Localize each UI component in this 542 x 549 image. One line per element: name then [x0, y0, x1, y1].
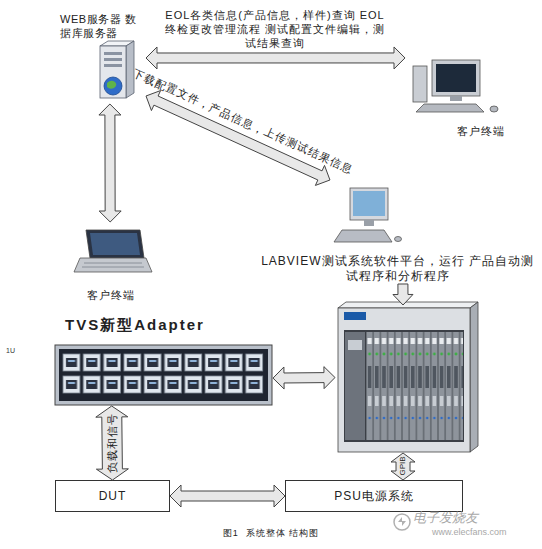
- adapter-title: TVS新型Adapter: [65, 316, 205, 334]
- drive-slot: [104, 64, 122, 67]
- monitor: [350, 188, 388, 220]
- box-label: PSU电源系统: [334, 489, 414, 504]
- chassis-logo: [344, 312, 366, 320]
- rack-unit-label: 1U: [6, 347, 15, 354]
- emblem-bolt: [398, 517, 406, 526]
- block-arrow: [393, 284, 413, 305]
- adapter-frame: [55, 345, 272, 405]
- drive-slot: [104, 58, 122, 61]
- monitor-screen: [436, 64, 476, 92]
- block-arrow: [146, 91, 330, 186]
- process-box: PSU电源系统: [285, 480, 463, 512]
- watermark-emblem: [394, 514, 410, 530]
- laptop-display: [90, 233, 140, 255]
- monitor-stand: [450, 96, 462, 101]
- desktop-icon: [413, 60, 498, 112]
- connector-label: GPIB: [398, 451, 408, 481]
- test-workstation: LABVIEW测试系统软件平台，运行 产品自动测试程序和分析程序: [255, 180, 540, 284]
- block-arrow: [170, 485, 285, 507]
- module-bay: [344, 330, 464, 442]
- adapter-icon: [55, 345, 272, 405]
- key-row: [84, 263, 142, 264]
- box-label: DUT: [99, 489, 127, 504]
- block-arrow: [273, 367, 335, 389]
- server-side: [126, 41, 134, 98]
- block-arrow: [99, 104, 121, 222]
- key-row: [82, 267, 144, 268]
- workstation-icon: [334, 188, 402, 242]
- pxi-chassis: [335, 305, 473, 453]
- workstation-label: LABVIEW测试系统软件平台，运行 产品自动测试程序和分析程序: [255, 254, 540, 284]
- chassis-top: [338, 302, 478, 308]
- laptop-base: [74, 258, 152, 272]
- globe-land: [107, 81, 116, 89]
- mouse: [490, 106, 498, 112]
- connector-label: 负载和信号: [105, 408, 119, 478]
- terminal-label: 客户终端: [87, 288, 135, 302]
- mouse: [395, 237, 402, 242]
- process-box: DUT: [55, 480, 170, 512]
- chassis-body: [338, 308, 470, 452]
- adapter-node: TVS新型Adapter: [55, 316, 273, 406]
- client-terminal: 客户终端: [70, 222, 152, 302]
- laptop-icon: [74, 230, 152, 272]
- keyboard: [416, 104, 484, 112]
- server-icon: [100, 41, 134, 98]
- block-arrow: [96, 406, 129, 480]
- server-front: [100, 46, 126, 98]
- terminal-label: 客户终端: [457, 124, 505, 138]
- figure-caption: 图1 系统整体 结构图: [0, 527, 542, 540]
- client-terminal: 客户终端: [405, 46, 505, 138]
- monitor: [432, 60, 480, 96]
- adapter-panel: [59, 349, 268, 401]
- controller-module: [345, 332, 365, 440]
- watermark-url: www.elecfans.com: [432, 527, 507, 537]
- server-label: WEB服务器 数据库服务器: [60, 12, 146, 40]
- drive-slot: [104, 52, 122, 55]
- connector-label: 下载配置文件，产品信息，上传测试结果信息: [126, 64, 360, 178]
- instrument-modules: [366, 332, 463, 440]
- monitor-screen: [353, 191, 385, 216]
- keyboard: [334, 230, 392, 242]
- laptop-screen: [86, 230, 144, 258]
- emblem-ring: [394, 514, 410, 530]
- connector-label: EOL各类信息(产品信息，样件)查询 EOL终检更改管理流程 测试配置文件编辑，…: [160, 8, 390, 50]
- controller-port: [348, 340, 362, 350]
- server-node: WEB服务器 数据库服务器: [60, 12, 146, 104]
- block-arrow: [391, 453, 415, 480]
- network-globe: [104, 77, 122, 95]
- block-arrow: [146, 47, 405, 69]
- chassis-icon: [338, 302, 478, 452]
- connector-array: [62, 353, 265, 397]
- chassis-side: [470, 302, 478, 452]
- pc-tower: [413, 66, 427, 102]
- monitor-stand: [364, 220, 374, 226]
